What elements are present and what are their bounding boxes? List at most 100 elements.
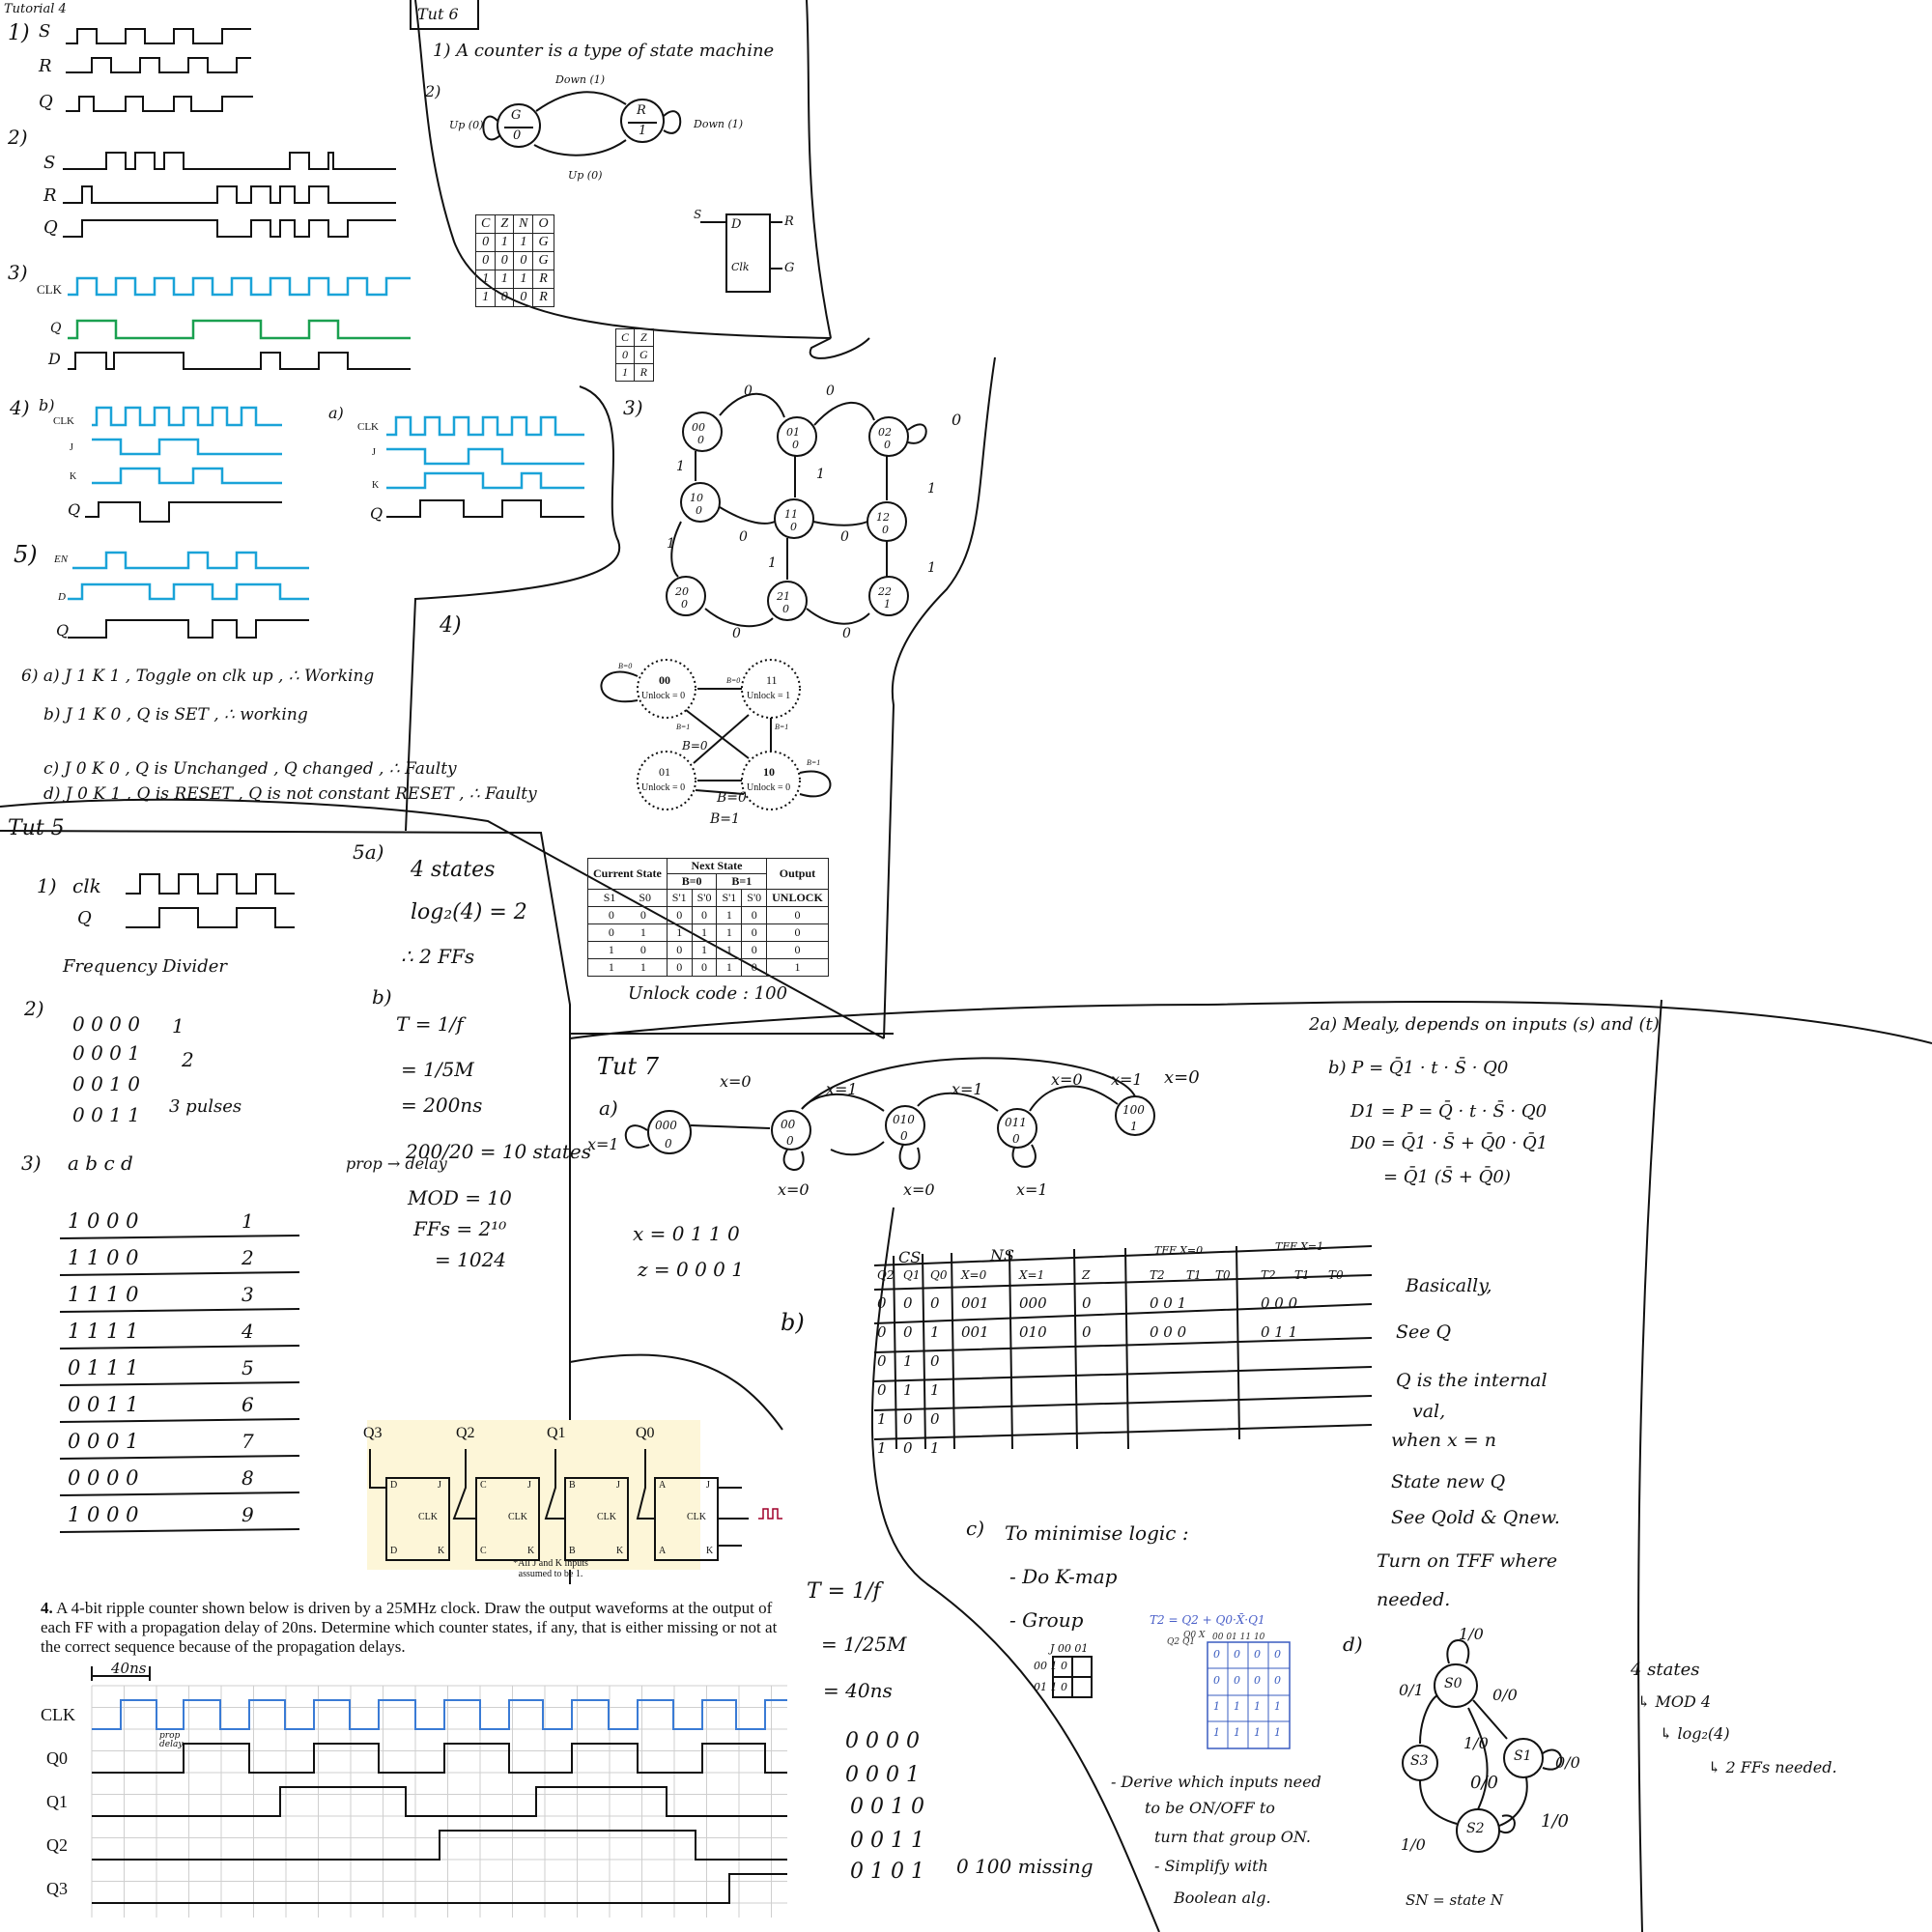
t7-arc-3: x=1 — [952, 1080, 983, 1098]
t7b-cell: 0 — [903, 1294, 913, 1312]
q3-state-22: 22 — [878, 585, 892, 598]
q3-row-rule — [59, 1381, 300, 1386]
q3-arc-7: 1 — [927, 481, 936, 497]
q4-label-clk: CLK — [41, 1705, 75, 1724]
q4t-cell: 1 — [716, 923, 743, 942]
t7c-step-2: turn that group ON. — [1154, 1828, 1311, 1846]
t7b-note: needed. — [1377, 1589, 1451, 1610]
tut4-q5-label-d: D — [58, 591, 66, 603]
t7d-arc-7: 1/0 — [1401, 1835, 1426, 1854]
q3-row-index: 3 — [242, 1283, 254, 1306]
q4-state-10-out: Unlock = 0 — [747, 782, 791, 793]
q3-out-21: 0 — [782, 603, 789, 615]
q4-question-num: 4. — [41, 1599, 53, 1617]
tut6-q2-state-g: G — [511, 108, 522, 123]
q4t-cs: 1 0 — [587, 941, 668, 959]
tut5-q5b-line-3: 200/20 = 10 states — [406, 1140, 592, 1163]
t7d-note-3: ↳ 2 FFs needed. — [1708, 1758, 1837, 1776]
t7d-s0: S0 — [1444, 1676, 1463, 1691]
q4t-h-next: Next State — [666, 858, 768, 874]
q3-row-index: 2 — [242, 1246, 254, 1269]
tut4-q4a-label-j: J — [372, 447, 376, 458]
ff-letter: D — [390, 1546, 398, 1556]
q4t-h-current: Current State — [587, 858, 668, 890]
t7b-cell: 1 — [930, 1323, 940, 1341]
t7b-header-cell: Q2 — [877, 1268, 895, 1282]
tut4-q4a-label-clk: CLK — [357, 421, 379, 433]
t7c-kmap-axis-left: Q2 Q1 — [1167, 1637, 1196, 1647]
q3-state-10: 10 — [690, 492, 703, 504]
tut6-q4-state-diagram — [600, 659, 832, 810]
tut4-q4a-label-q: Q — [370, 504, 384, 523]
t7b-cell: 1 — [930, 1439, 940, 1457]
tut4-q4-label-q: Q — [68, 500, 81, 519]
q3-row-rule — [59, 1492, 300, 1496]
tut7-c-num: c) — [966, 1517, 985, 1540]
tut6-q2-state-r-out: 1 — [639, 124, 647, 138]
kmap-cell: 0 — [1274, 1648, 1281, 1661]
q3-row-rule — [59, 1528, 300, 1533]
t7b-grp-cs: CS — [898, 1248, 922, 1266]
q4t-cell: 0 — [666, 906, 693, 924]
t7d-arc-4: 0/0 — [1555, 1753, 1580, 1772]
tut6-q4-state-table: Current State Next State Output B=0 B=1 … — [587, 858, 829, 977]
tt-cell: 0 — [474, 233, 497, 252]
tt-cell: 1 — [474, 288, 497, 307]
t7b-cell: 0 0 1 — [1150, 1294, 1187, 1312]
ff-letter: C — [480, 1546, 487, 1556]
q3-out-00: 0 — [697, 434, 704, 446]
ff-letter: B — [569, 1546, 576, 1556]
t7b-cell: 1 — [903, 1352, 913, 1370]
st-h: C — [614, 328, 636, 347]
t7c-line-0: To minimise logic : — [1005, 1521, 1189, 1545]
tt-cell: 1 — [513, 233, 534, 252]
q4-arc-7: B=1 — [710, 811, 740, 827]
tut4-q4-label-clk: CLK — [53, 415, 74, 427]
t7-z-seq: z = 0 0 0 1 — [638, 1258, 744, 1281]
t7-arc-5: x=1 — [1111, 1070, 1143, 1089]
kmap-cell: 0 — [1234, 1674, 1240, 1687]
tut6-q2-num: 2) — [425, 82, 441, 100]
tut6-q1-text: 1) A counter is a type of state machine — [433, 41, 775, 61]
tut4-q5-num: 5) — [14, 541, 38, 568]
t7b-header-cell: T0 — [1328, 1268, 1344, 1282]
t7b-note: State new Q — [1391, 1471, 1506, 1492]
tut4-q6-line-d: d) J 0 K 1 , Q is RESET , Q is not const… — [43, 784, 537, 804]
q3-row-rule — [59, 1235, 300, 1239]
q4t-cell: 1 — [691, 923, 718, 942]
q4-calc-1: = 1/25M — [821, 1633, 907, 1656]
q4t-sub: S'1 — [716, 889, 743, 907]
t7b-cell: 0 — [903, 1439, 913, 1457]
t7-out-011: 0 — [1012, 1132, 1020, 1146]
tut5-q5a-states: 4 states — [411, 858, 496, 882]
ff-letter: D — [390, 1480, 398, 1491]
q4-state-11-code: 11 — [766, 673, 778, 687]
q3-state-20: 20 — [675, 585, 689, 598]
q4-seq-1: 0 0 0 1 — [845, 1763, 920, 1787]
tut5-q5a-ffs: ∴ 2 FFs — [401, 945, 475, 968]
tut5-q5b-line-0: T = 1/f — [396, 1012, 464, 1036]
q4t-cell: 0 — [741, 906, 768, 924]
tut4-q2-label-q: Q — [43, 217, 58, 238]
circuit-q0-label: Q0 — [636, 1425, 655, 1441]
tut7-c-kmaps — [1052, 1641, 1291, 1749]
q3-out-10: 0 — [696, 504, 702, 517]
tut4-q4-label-k: K — [70, 471, 77, 482]
q3-arc-6: 0 — [840, 529, 849, 545]
t7-out-000: 0 — [665, 1137, 672, 1151]
q3-row-rule — [59, 1455, 300, 1460]
q4-state-00-out: Unlock = 0 — [641, 691, 686, 701]
tut4-q5-waveforms — [68, 551, 309, 639]
ff-pin-j: J — [616, 1480, 620, 1491]
st-h: Z — [634, 328, 654, 347]
kmap-cell: 0 — [1274, 1674, 1281, 1687]
tut6-q2-state-diagram — [482, 91, 682, 156]
q4t-sub-s0: S0 — [639, 891, 652, 904]
t7-q2b-1: D1 = P = Q̄ · t · S̄ · Q0 — [1350, 1101, 1548, 1122]
q3-out-22: 1 — [884, 598, 891, 611]
tt-h-o: O — [532, 214, 554, 234]
tut5-q2-mark-3: 3 pulses — [169, 1096, 242, 1117]
t7-arc-2: x=1 — [826, 1080, 858, 1098]
q3-arc-11: 0 — [842, 626, 851, 641]
